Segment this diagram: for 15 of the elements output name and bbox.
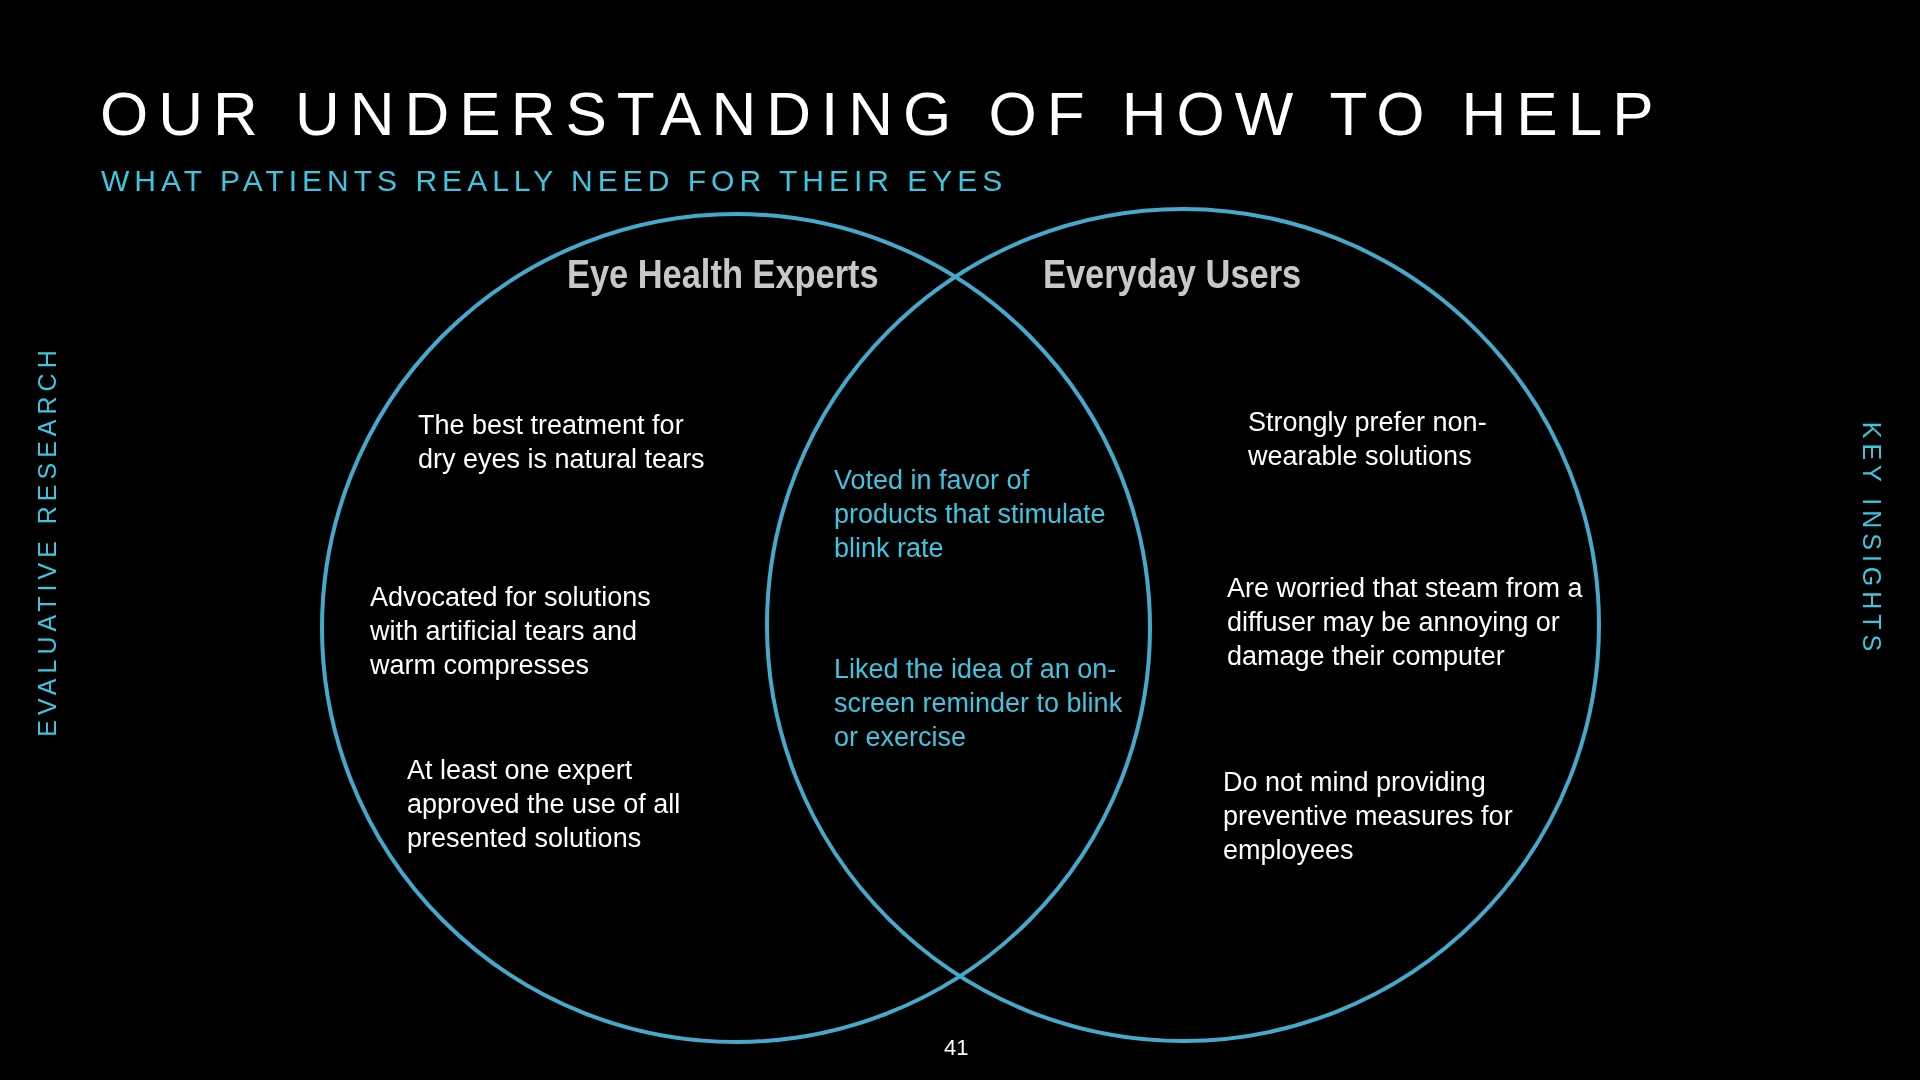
slide-title: OUR UNDERSTANDING OF HOW TO HELP: [100, 78, 1664, 149]
side-label: EVALUATIVE RESEARCH: [32, 345, 62, 737]
circle-heading: Everyday Users: [1043, 252, 1302, 297]
page-number: 41: [944, 1035, 969, 1061]
insight-text: Strongly prefer non-wearable solutions: [1248, 406, 1488, 473]
insight-text: Liked the idea of an on-screen reminder to blink or exercise: [834, 653, 1124, 754]
slide-subtitle: WHAT PATIENTS REALLY NEED FOR THEIR EYES: [101, 164, 1008, 198]
side-label: KEY INSIGHTS: [1856, 421, 1886, 657]
insight-text: At least one expert approved the use of all presented solutions: [407, 754, 682, 855]
insight-text: Do not mind providing preventive measures for employees: [1223, 766, 1514, 867]
insight-text: The best treatment for dry eyes is natural tears: [418, 409, 706, 476]
insight-text: Voted in favor of products that stimulate blink rate: [834, 464, 1107, 565]
circle-heading: Eye Health Experts: [567, 252, 879, 297]
insight-text: Are worried that steam from a diffuser may be annoying or damage their computer: [1227, 572, 1584, 673]
insight-text: Advocated for solutions with artificial tears and warm compresses: [370, 581, 652, 682]
